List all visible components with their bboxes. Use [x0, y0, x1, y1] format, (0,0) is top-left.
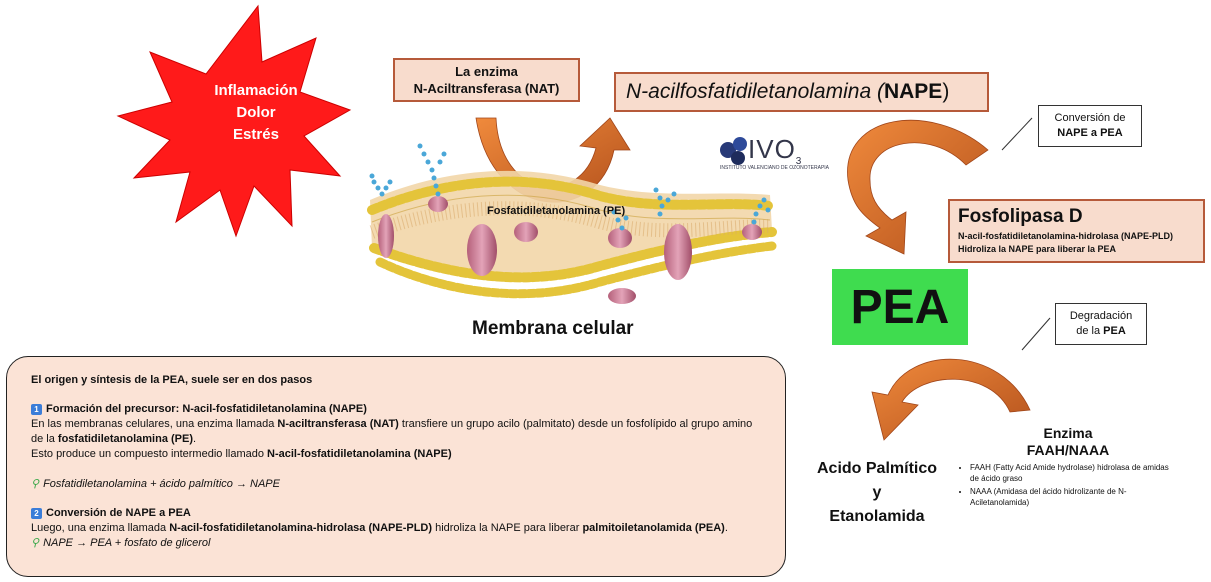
nat-line2: N-Aciltransferasa (NAT) [413, 81, 560, 96]
test-tube-icon: ⚲ [31, 478, 40, 490]
fosfolipasa-line1: N-acil-fosfatidiletanolamina-hidrolasa (… [958, 231, 1174, 241]
membrane-caption: Membrana celular [472, 318, 634, 339]
step2-title: 2 Conversión de NAPE a PEA [31, 506, 761, 521]
step1-t4: Esto produce un compuesto intermedio lla… [31, 448, 268, 460]
nape-box: N-acilfosfatidiletanolamina (NAPE) [614, 72, 989, 112]
step1-title: 1 Formación del precursor: N-acil-fosfati… [31, 402, 761, 417]
step1-b1: N-aciltransferasa (NAT) [277, 418, 399, 430]
pe-label: Fosfatidiletanolamina (PE) [487, 205, 626, 217]
ivo-logo: IVO3 [748, 134, 802, 167]
burst-line-inflamacion: Inflamación [214, 82, 298, 99]
nape-italic: N-acilfosfatidiletanolamina ( [626, 80, 884, 103]
enzyme-item-naaa: NAAA (Amidasa del ácido hidrolizante de … [970, 486, 1178, 508]
products-line3: Etanolamida [829, 508, 925, 525]
enzyme-list: FAAH (Fatty Acid Amide hydrolase) hidrol… [958, 462, 1178, 510]
enzyme-title1: Enzima [1043, 425, 1093, 441]
conversion-line1: Conversión de [1054, 112, 1126, 124]
step2-t2: hidroliza la NAPE para liberar [432, 522, 583, 534]
ivo-logo-subtitle: INSTITUTO VALENCIANO DE OZONOTERAPIA [720, 165, 829, 171]
fosfolipasa-title: Fosfolipasa D [958, 206, 1083, 227]
number-one-icon: 1 [31, 403, 42, 415]
step2-title-text: Conversión de NAPE a PEA [46, 507, 191, 519]
step2-t1: Luego, una enzima llamada [31, 522, 170, 534]
info-heading: El origen y síntesis de la PEA, suele se… [31, 374, 313, 386]
pea-box: PEA [832, 269, 968, 345]
burst-line-estres: Estrés [233, 126, 279, 143]
conversion-line2: NAPE a PEA [1057, 127, 1123, 139]
stress-burst-shape [116, 4, 352, 238]
degradation-line2-pre: de la [1076, 325, 1104, 337]
nape-pea-arrow [847, 119, 989, 255]
step1-formula-text: Fosfatidiletanolamina + ácido palmítico … [43, 478, 280, 490]
burst-line-dolor: Dolor [236, 104, 276, 121]
info-panel: El origen y síntesis de la PEA, suele se… [6, 356, 786, 577]
nat-enzyme-box: La enzima N-Aciltransferasa (NAT) [393, 58, 580, 102]
ivo-logo-sup: 3 [795, 156, 803, 168]
step1-t2: transfiere un grupo acilo (palmitato) de… [31, 418, 753, 445]
step1-body: En las membranas celulares, una enzima l… [31, 417, 761, 447]
test-tube-icon: ⚲ [31, 537, 40, 549]
step1-b2: fosfatidiletanolamina (PE) [57, 433, 193, 445]
degradation-line1: Degradación [1069, 310, 1133, 322]
step1-formula: ⚲Fosfatidiletanolamina + ácido palmítico… [31, 477, 761, 492]
step2-formula-text: NAPE → PEA + fosfato de glicerol [43, 537, 211, 549]
step2-formula: ⚲NAPE → PEA + fosfato de glicerol [31, 536, 761, 551]
step2-body: Luego, una enzima llamada N-acil-fosfati… [31, 521, 761, 536]
step2-b2: palmitoiletanolamida (PEA) [582, 522, 725, 534]
degradation-box: Degradación de la PEA [1055, 303, 1147, 345]
ivo-logo-text: IVO [748, 134, 796, 164]
products-line1: Acido Palmítico [816, 460, 938, 477]
step1-body2: Esto produce un compuesto intermedio lla… [31, 447, 761, 462]
step1-t3: . [193, 433, 197, 445]
number-two-icon: 2 [31, 507, 42, 519]
products-line2: y [872, 484, 882, 501]
nat-line1: La enzima [455, 64, 518, 79]
enzyme-item-faah: FAAH (Fatty Acid Amide hydrolase) hidrol… [970, 462, 1178, 484]
ivo-logo-spheres [720, 137, 747, 165]
step2-b1: N-acil-fosfatidiletanolamina-hidrolasa (… [169, 522, 433, 534]
step1-title-b: N-acil-fosfatidiletanolamina (NAPE) [182, 403, 367, 415]
conversion-box: Conversión de NAPE a PEA [1038, 105, 1142, 147]
degradation-line2-bold: PEA [1103, 325, 1126, 337]
enzyme-title2: FAAH/NAAA [1026, 442, 1110, 458]
nape-close: ) [942, 80, 950, 103]
enzyme-title: Enzima FAAH/NAAA [1018, 425, 1118, 459]
step1-title-a: Formación del precursor: [46, 403, 183, 415]
degradation-arrow [871, 358, 1031, 441]
products-label: Acido Palmítico y Etanolamida [808, 457, 946, 529]
cell-membrane [367, 143, 777, 304]
stress-burst: Inflamación Dolor Estrés [196, 80, 316, 146]
nape-bold: NAPE [883, 80, 943, 103]
fosfolipasa-box: Fosfolipasa D N-acil-fosfatidiletanolami… [948, 199, 1205, 263]
fosfolipasa-line2: Hidroliza la NAPE para liberar la PEA [958, 244, 1117, 254]
step1-t1: En las membranas celulares, una enzima l… [31, 418, 278, 430]
step1-b3: N-acil-fosfatidiletanolamina (NAPE) [267, 448, 452, 460]
step2-t3: . [724, 522, 728, 534]
